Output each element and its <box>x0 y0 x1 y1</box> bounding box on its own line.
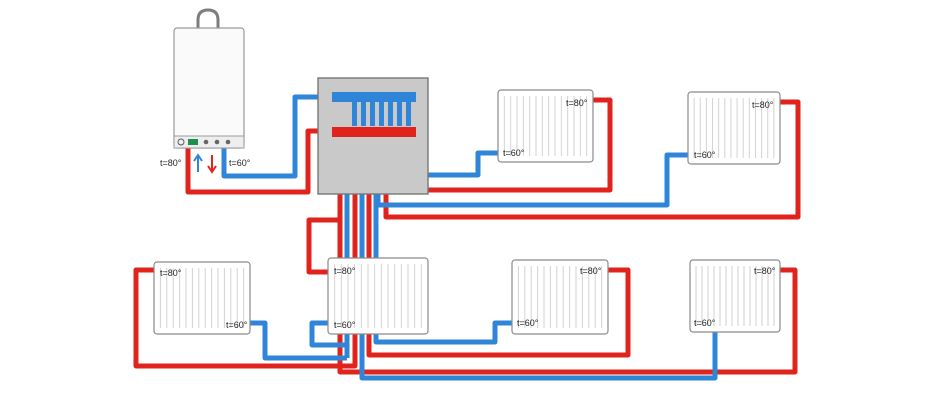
boiler-knob-1 <box>203 139 209 145</box>
power-icon <box>177 138 185 146</box>
radiator-panel <box>689 259 781 333</box>
boiler <box>173 8 245 174</box>
boiler-return-pipe <box>221 94 332 179</box>
rad6-out-temp-label: t=60° <box>694 318 716 328</box>
rad1-in-temp-label: t=80° <box>566 98 588 108</box>
temperature-labels: t=80° t=60° t=80° t=60° t=80° t=60° t=80… <box>160 98 776 330</box>
manifold <box>317 77 429 195</box>
rad2-out-temp-label: t=60° <box>694 150 716 160</box>
radiator-top-2 <box>687 91 781 165</box>
rad1-out-temp-label: t=60° <box>503 148 525 158</box>
boiler-control-panel <box>173 135 245 149</box>
radiator-panel <box>153 261 251 335</box>
rad4-return-pipe <box>309 320 347 348</box>
manifold-supply-bar <box>332 127 416 137</box>
radiator-bottom-1 <box>153 261 251 335</box>
radiator-panel <box>327 257 429 335</box>
rad3-return-pipe <box>250 320 347 361</box>
rad4-supply-pipe <box>306 217 340 275</box>
boiler-body <box>173 27 245 149</box>
rad4-in-temp-label: t=80° <box>334 266 356 276</box>
boiler-supply-temp-label: t=80° <box>160 158 182 168</box>
manifold-blue-stubs <box>352 100 411 126</box>
boiler-knob-2 <box>214 139 220 145</box>
radiator-panel <box>687 91 781 165</box>
rad6-in-temp-label: t=80° <box>754 266 776 276</box>
arrow-up-icon <box>193 153 203 172</box>
arrow-down-icon <box>207 155 217 174</box>
boiler-supply-pipe <box>185 128 332 195</box>
rad2-in-temp-label: t=80° <box>752 100 774 110</box>
rad5-in-temp-label: t=80° <box>580 266 602 276</box>
boiler-display <box>188 139 198 145</box>
radiator-top-1 <box>497 89 594 163</box>
rad5-out-temp-label: t=60° <box>517 318 539 328</box>
radiator-panel <box>497 89 594 163</box>
rad3-out-temp-label: t=60° <box>226 320 248 330</box>
boiler-return-temp-label: t=60° <box>229 158 251 168</box>
rad3-in-temp-label: t=80° <box>160 268 182 278</box>
manifold-return-bar <box>332 92 416 102</box>
boiler-knob-3 <box>225 139 231 145</box>
radiator-bottom-2 <box>327 257 429 335</box>
rad4-out-temp-label: t=60° <box>334 320 356 330</box>
radiator-panel <box>511 259 609 335</box>
radiator-bottom-4 <box>689 259 781 333</box>
radiator-bottom-3 <box>511 259 609 335</box>
boiler-hook <box>196 8 220 30</box>
